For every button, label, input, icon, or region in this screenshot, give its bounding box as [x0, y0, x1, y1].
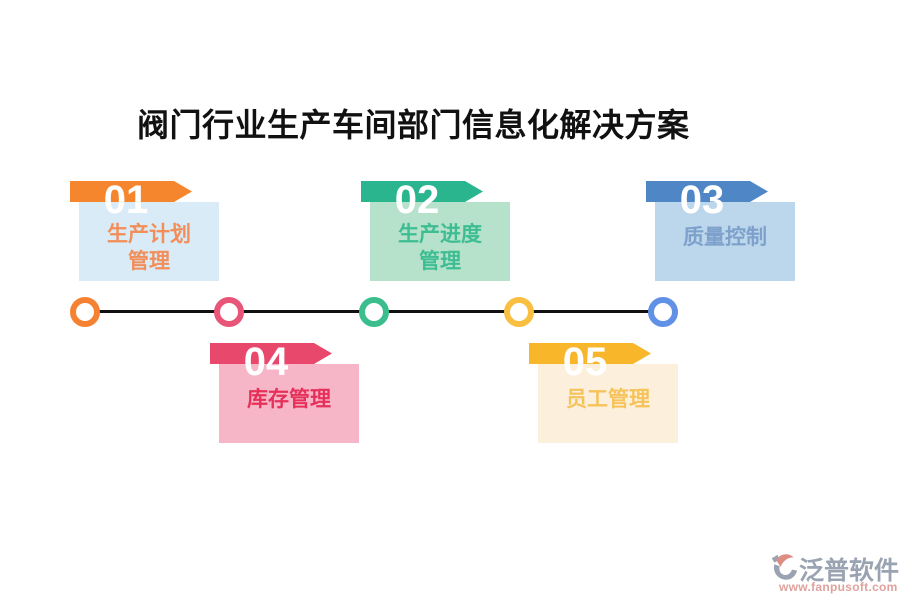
card-label-01: 生产计划 管理 — [79, 202, 219, 281]
card-body-03 — [655, 202, 795, 281]
card-body-05 — [538, 364, 678, 443]
brand-logo: 泛普软件 www.fanpusoft.com — [770, 551, 900, 599]
card-label-05: 员工管理 — [538, 364, 678, 443]
page-title: 阀门行业生产车间部门信息化解决方案 — [137, 107, 690, 143]
timeline-dot-5 — [648, 297, 678, 327]
card-label-line: 库存管理 — [247, 387, 331, 411]
card-label-03: 质量控制 — [655, 202, 795, 281]
ribbon-banner-03 — [646, 181, 768, 202]
card-number-05: 05 — [562, 340, 608, 384]
card-number-04: 04 — [243, 340, 289, 384]
card-label-line: 生产进度 — [398, 223, 482, 246]
ribbon-banner-01 — [70, 181, 192, 202]
card-label-line: 管理 — [419, 250, 461, 273]
card-body-04 — [219, 364, 359, 443]
timeline-dot-2 — [214, 297, 244, 327]
ribbon-banner-02 — [361, 181, 483, 202]
card-number-03: 03 — [679, 178, 725, 222]
card-production-progress-management: 02 生产进度 管理 — [361, 178, 513, 285]
card-body-02 — [370, 202, 510, 281]
card-label-line: 生产计划 — [107, 223, 191, 246]
card-label-line: 质量控制 — [683, 225, 767, 249]
ribbon-banner-04 — [210, 343, 332, 364]
card-label-line: 管理 — [128, 250, 170, 273]
card-inventory-management: 04 库存管理 — [210, 340, 362, 447]
card-production-plan-management: 01 生产计划 管理 — [70, 178, 222, 285]
timeline-dot-1 — [70, 297, 100, 327]
card-label-04: 库存管理 — [219, 364, 359, 443]
card-body-01 — [79, 202, 219, 281]
card-number-02: 02 — [394, 178, 440, 222]
ribbon-banner-05 — [529, 343, 651, 364]
brand-name: 泛普软件 — [799, 557, 900, 585]
fanpu-logo-icon — [771, 554, 798, 580]
brand-url: www.fanpusoft.com — [779, 580, 898, 594]
card-number-01: 01 — [103, 178, 149, 222]
card-employee-management: 05 员工管理 — [529, 340, 681, 447]
timeline-dot-4 — [504, 297, 534, 327]
card-quality-control: 03 质量控制 — [646, 178, 798, 285]
card-label-02: 生产进度 管理 — [370, 202, 510, 281]
timeline-dot-3 — [359, 297, 389, 327]
card-label-line: 员工管理 — [566, 387, 650, 411]
